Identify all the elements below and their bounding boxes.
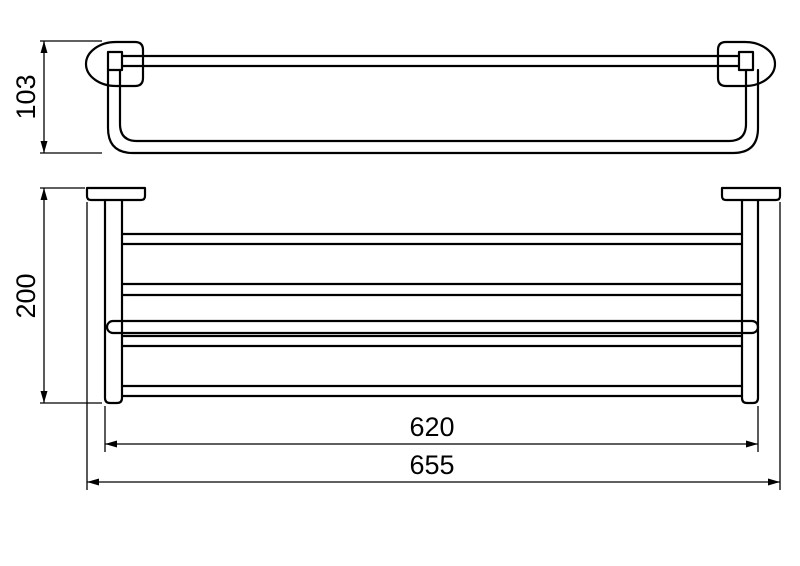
arrowhead — [87, 478, 99, 486]
top-u-bar-inner — [118, 68, 748, 143]
top-left-rosette — [84, 40, 145, 88]
dimension-620 — [104, 406, 759, 452]
arrowhead — [768, 478, 780, 486]
top-right-mount-block — [737, 50, 755, 72]
front-right-post — [740, 198, 760, 405]
dimension-label-655: 655 — [409, 450, 454, 480]
front-view — [85, 186, 782, 405]
dimension-103 — [40, 40, 102, 154]
front-right-cap — [720, 186, 782, 202]
arrowhead — [40, 391, 48, 403]
front-left-post — [103, 198, 124, 405]
front-towel-bar — [105, 319, 760, 335]
dimension-label-620: 620 — [409, 412, 454, 442]
arrowhead — [746, 440, 758, 448]
front-left-cap — [85, 186, 147, 202]
dimension-655 — [86, 202, 781, 490]
dimension-label-103: 103 — [11, 74, 41, 119]
arrowhead — [105, 440, 117, 448]
arrowhead — [40, 188, 48, 200]
top-u-bar-outer — [106, 68, 760, 155]
top-left-mount-block — [106, 50, 124, 72]
arrowhead — [40, 41, 48, 53]
dimension-label-200: 200 — [11, 273, 41, 318]
arrowhead — [40, 141, 48, 153]
top-view — [84, 40, 777, 155]
dimension-200 — [40, 187, 102, 404]
